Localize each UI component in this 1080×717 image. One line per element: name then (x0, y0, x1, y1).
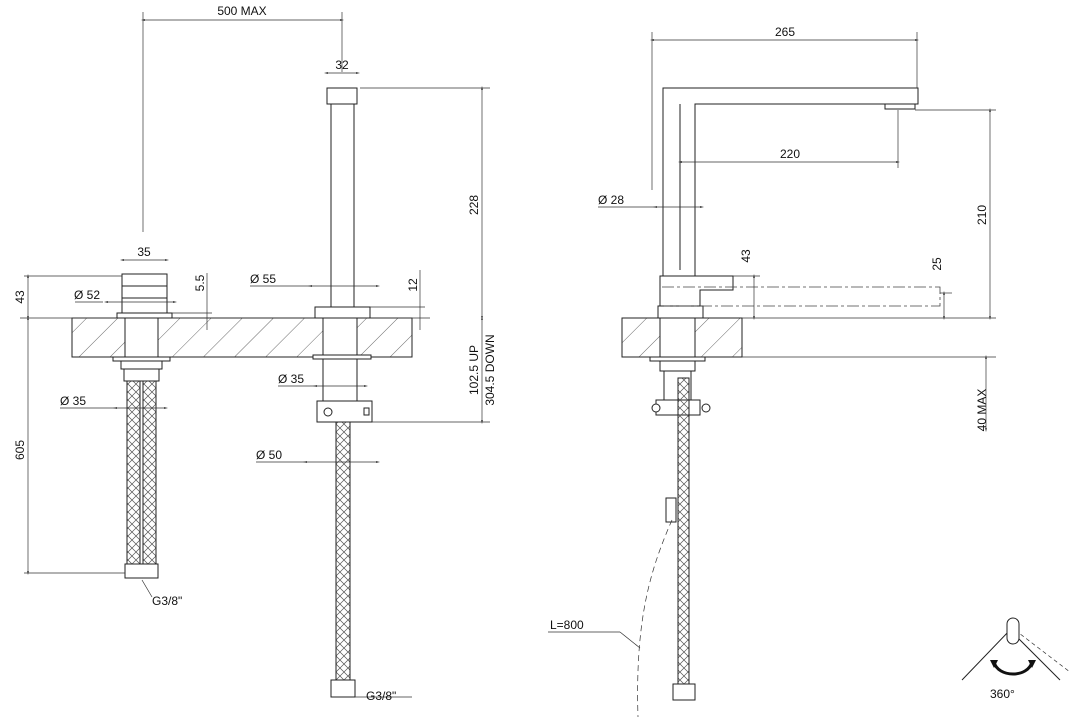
thread-label-left: G3/8" (152, 594, 182, 608)
dim-spout-flange-height: 12 (406, 278, 420, 292)
thread-label-right: G3/8" (366, 689, 396, 703)
hose-length-label: L=800 (550, 618, 584, 632)
left-view: 500 MAX 32 228 35 43 5.5 Ø 52 Ø 55 12 10… (13, 4, 497, 703)
dim-handle-offset: 5.5 (193, 274, 207, 291)
dim-spout-body-dia: Ø 50 (256, 448, 282, 462)
dim-adjust-up: 102.5 UP (467, 345, 481, 395)
dim-reach: 220 (780, 147, 800, 161)
dim-handle-shank-dia: Ø 35 (60, 394, 86, 408)
dim-handle-flange-dia: Ø 52 (74, 288, 100, 302)
dim-handle-arm-height: 25 (930, 257, 944, 271)
rotation-360-icon: 360° (961, 617, 1071, 701)
dim-overall-length: 265 (775, 25, 795, 39)
dim-tube-dia: Ø 28 (598, 193, 624, 207)
dim-spout-height: 228 (467, 195, 481, 215)
spout-unit (312, 87, 373, 698)
dim-handle-height: 43 (13, 290, 27, 304)
counter-slab (71, 317, 413, 358)
dim-hose-length: 605 (13, 440, 27, 460)
dim-outlet-height: 210 (975, 205, 989, 225)
dim-spout-flange-dia: Ø 55 (250, 272, 276, 286)
dim-handle-height-right: 43 (739, 249, 753, 263)
braided-hose (126, 380, 141, 567)
dim-counter-max: 40 MAX (975, 389, 989, 432)
handle-unit (112, 273, 173, 579)
right-view: 265 220 Ø 28 210 43 25 40 MAX L=800 360° (548, 25, 1071, 717)
dim-reach-max: 500 MAX (217, 4, 266, 18)
dim-adjust-down: 304.5 DOWN (483, 334, 497, 405)
rotation-label: 360° (990, 687, 1015, 701)
dim-handle-width: 35 (137, 245, 151, 259)
dim-spout-width: 32 (335, 58, 349, 72)
dim-spout-shank-dia: Ø 35 (278, 372, 304, 386)
mixer-side (637, 87, 941, 717)
